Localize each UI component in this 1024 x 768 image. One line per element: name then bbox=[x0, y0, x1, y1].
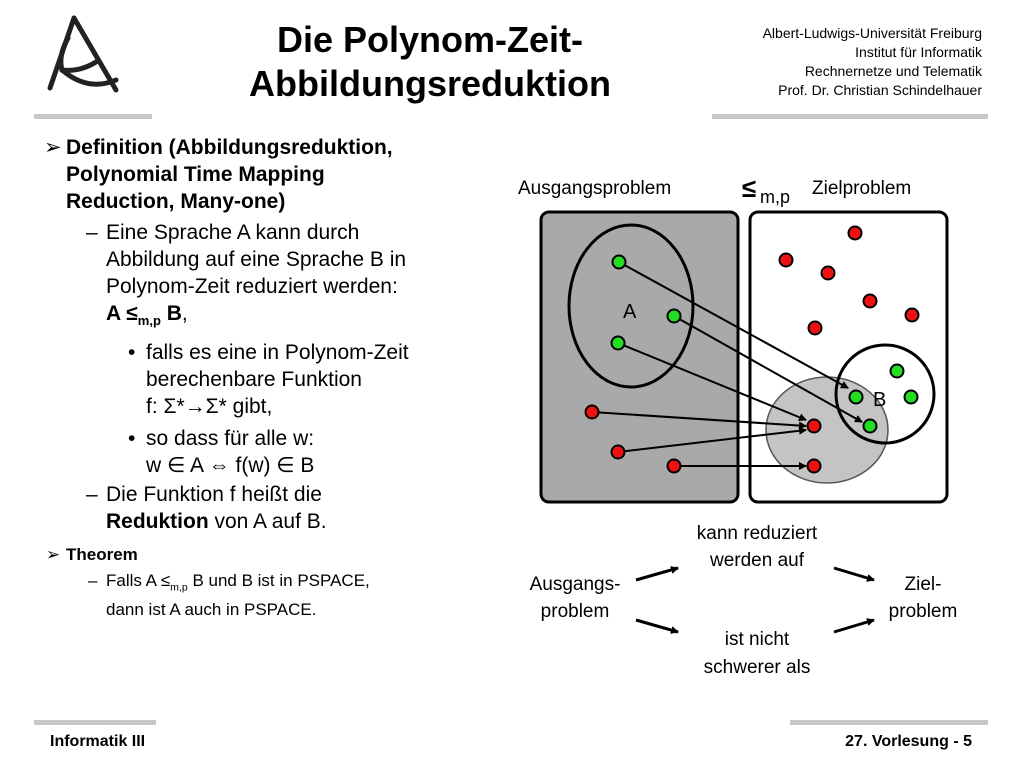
legend-not-harder-line2: schwerer als bbox=[704, 657, 811, 678]
department-name: Rechnernetze und Telematik bbox=[804, 63, 982, 79]
legend-target-line2: problem bbox=[889, 601, 958, 622]
equivalence-formula: w ∈ A ⇔ f(w) ∈ B bbox=[146, 454, 315, 478]
legend-arrows bbox=[635, 566, 875, 634]
footer-rule-right bbox=[790, 720, 988, 725]
professor-name: Prof. Dr. Christian Schindelhauer bbox=[778, 82, 982, 98]
slide-number: 27. Vorlesung - 5 bbox=[845, 733, 972, 750]
source-problem-label: Ausgangsproblem bbox=[518, 178, 671, 199]
green-dots bbox=[610, 254, 919, 434]
relation-symbol: ≤ bbox=[742, 173, 756, 203]
sub-item-1: • falls es eine in Polynom-Zeit berechen… bbox=[42, 339, 492, 420]
course-name: Informatik III bbox=[50, 733, 146, 750]
theorem-heading: ➢ Theorem bbox=[46, 545, 138, 565]
legend-source-line2: problem bbox=[541, 601, 610, 622]
theorem-item: – Falls A ≤m,p B und B ist in PSPACE, da… bbox=[88, 571, 370, 619]
function-formula: f: Σ*→Σ* gibt, bbox=[146, 395, 273, 419]
slide-content: ➢ Definition (Abbildungsreduktion, Polyn… bbox=[42, 134, 492, 621]
header-rule-right bbox=[712, 114, 988, 119]
definition-item-2: – Die Funktion f heißt die Reduktion von… bbox=[86, 483, 327, 534]
institute-name: Institut für Informatik bbox=[855, 44, 982, 60]
reduction-formula: A ≤m,p B, bbox=[106, 302, 188, 329]
university-logo bbox=[47, 15, 119, 93]
source-problem-box bbox=[539, 210, 740, 504]
set-a-label: A bbox=[623, 301, 637, 323]
legend-not-harder-line1: ist nicht bbox=[725, 629, 790, 650]
arrow-bullet-icon: ➢ bbox=[44, 136, 62, 159]
set-a-ellipse bbox=[567, 223, 695, 389]
red-dots bbox=[584, 225, 920, 474]
university-name: Albert-Ludwigs-Universität Freiburg bbox=[762, 25, 982, 41]
header-rule-left bbox=[34, 114, 152, 119]
legend-source-line1: Ausgangs- bbox=[530, 574, 621, 595]
definition-heading: ➢ Definition (Abbildungsreduktion, Polyn… bbox=[44, 136, 393, 213]
set-b-circle bbox=[834, 343, 936, 445]
definition-item-1: – Eine Sprache A kann durch Abbildung au… bbox=[42, 219, 492, 334]
target-problem-label: Zielproblem bbox=[812, 178, 911, 199]
relation-subscript: m,p bbox=[760, 187, 790, 207]
arrow-bullet-icon: ➢ bbox=[46, 545, 61, 565]
set-b-label: B bbox=[873, 389, 886, 411]
page-title: Die Polynom-Zeit- Abbildungsreduktion bbox=[249, 19, 611, 104]
legend-reduces-line1: kann reduziert bbox=[697, 523, 818, 544]
institution-block: Albert-Ludwigs-Universität Freiburg Inst… bbox=[763, 24, 982, 100]
legend-target-line1: Ziel- bbox=[905, 574, 942, 595]
legend-reduces-line2: werden auf bbox=[709, 550, 805, 571]
sub-item-2: • so dass für alle w: w ∈ A ⇔ f(w) ∈ B bbox=[42, 425, 492, 479]
footer-rule-left bbox=[34, 720, 156, 725]
